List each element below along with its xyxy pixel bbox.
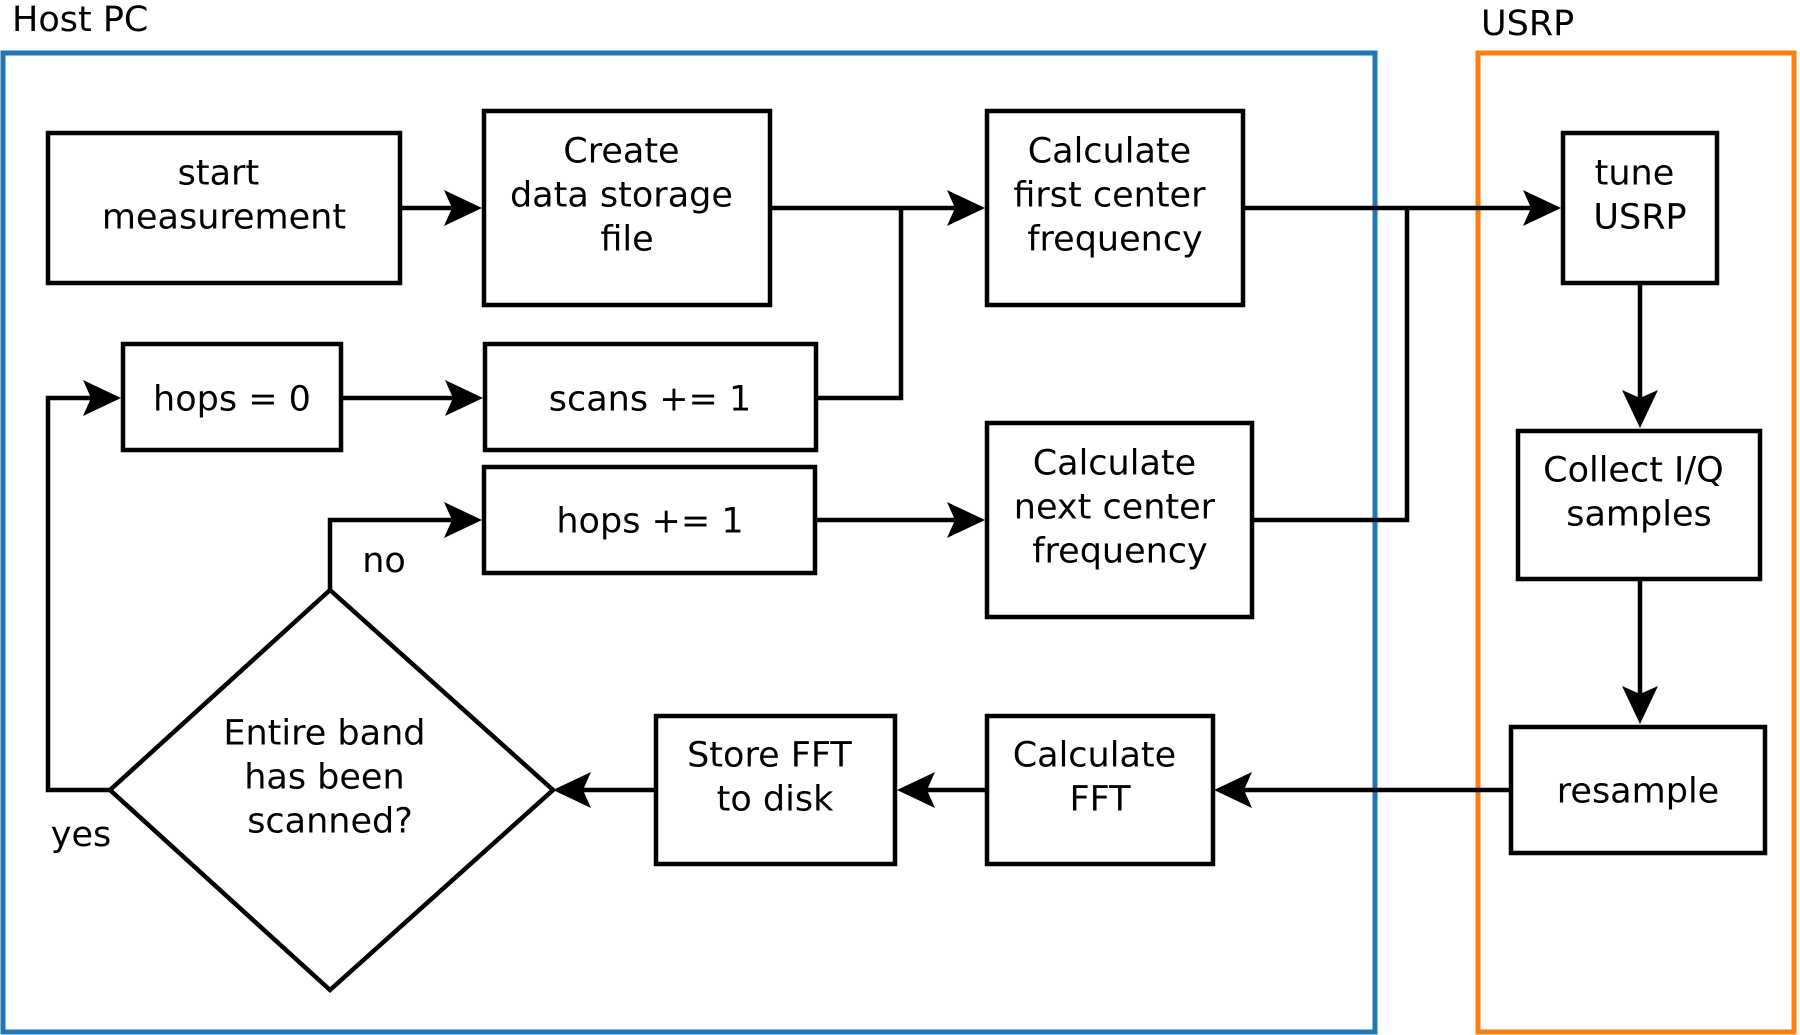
node-label-line: measurement (102, 198, 346, 238)
node-box (45, 130, 403, 286)
node-box (984, 108, 1246, 308)
node-box (482, 341, 819, 453)
node-label-line: scanned? (247, 802, 413, 842)
node-label-line: to disk (717, 780, 834, 820)
node-label-line: samples (1566, 495, 1712, 535)
node-box (1515, 428, 1763, 582)
connectors (45, 190, 1658, 808)
edge-label-no: no (362, 541, 406, 581)
node-label: hops = 0 (153, 380, 311, 420)
usrp-container (1475, 50, 1797, 1035)
node-box (1508, 724, 1768, 856)
node-label: scans += 1 (549, 380, 752, 420)
node-label-line: file (600, 220, 653, 260)
node-label-line: USRP (1593, 198, 1686, 238)
node-box (481, 108, 773, 308)
node-start-measurement: start measurement (45, 130, 403, 286)
node-label-line: next center (1014, 488, 1216, 528)
arrowhead (947, 502, 985, 538)
node-label: Collect I/Q samples (1543, 451, 1735, 535)
node-box (984, 713, 1216, 867)
node-label-line: first center (1013, 176, 1206, 216)
arrowhead (83, 380, 121, 416)
arrowhead (1523, 190, 1561, 226)
usrp-label: USRP (1481, 4, 1574, 44)
node-label-line: Create (563, 132, 679, 172)
node-label-line: Entire band (223, 714, 425, 754)
node-label-line: has been (244, 758, 404, 798)
node-calc-next-freq: Calculate next center frequency (984, 420, 1255, 620)
node-label: hops += 1 (556, 502, 743, 542)
node-label: Calculate next center frequency (1014, 444, 1226, 572)
node-label: Entire band has been scanned? (223, 714, 436, 842)
node-label: Calculate first center frequency (1013, 132, 1216, 260)
node-box (120, 341, 344, 453)
node-label-line: Store FFT (687, 736, 852, 776)
arrowhead (444, 190, 482, 226)
node-label: Calculate FFT (1013, 736, 1188, 820)
node-label-line: frequency (1032, 532, 1208, 572)
node-label: tune USRP (1593, 154, 1686, 238)
node-decision: Entire band has been scanned? (106, 586, 557, 994)
node-collect-iq: Collect I/Q samples (1515, 428, 1763, 582)
node-label: Create data storage file (510, 132, 744, 260)
arrowhead (897, 772, 935, 808)
node-label-line: frequency (1027, 220, 1203, 260)
arrowhead (1622, 390, 1658, 428)
arrowhead (553, 772, 591, 808)
arrowhead (445, 380, 483, 416)
node-label: Store FFT to disk (687, 736, 863, 820)
decision-diamond (106, 586, 557, 994)
edge-calc-next-to-tune (1252, 208, 1410, 523)
arrowhead (444, 502, 482, 538)
node-create-file: Create data storage file (481, 108, 773, 308)
node-label-line: Calculate (1033, 444, 1196, 484)
node-box (481, 464, 818, 576)
node-calc-fft: Calculate FFT (984, 713, 1216, 867)
node-tune-usrp: tune USRP (1560, 130, 1720, 286)
node-label-line: start (178, 154, 260, 194)
edge-scans-to-calc-first (816, 208, 904, 401)
arrowhead (1214, 772, 1252, 808)
node-store-fft: Store FFT to disk (653, 713, 898, 867)
node-label: start measurement (102, 154, 346, 238)
arrowhead (1622, 686, 1658, 724)
node-box (984, 420, 1255, 620)
node-label-line: Calculate (1028, 132, 1191, 172)
node-label-line: Collect I/Q (1543, 451, 1724, 491)
edge-decision-yes (45, 395, 110, 793)
node-label-line: tune (1595, 154, 1675, 194)
host-pc-container (0, 50, 1378, 1035)
node-box (1560, 130, 1720, 286)
edge-label-yes: yes (51, 815, 111, 855)
node-hops-inc: hops += 1 (481, 464, 818, 576)
node-scans-inc: scans += 1 (482, 341, 819, 453)
node-box (653, 713, 898, 867)
node-calc-first-freq: Calculate first center frequency (984, 108, 1246, 308)
node-hops-reset: hops = 0 (120, 341, 344, 453)
arrowhead (947, 190, 985, 226)
node-label: resample (1557, 772, 1719, 812)
node-label-line: FFT (1069, 780, 1131, 820)
node-label-line: Calculate (1013, 736, 1176, 776)
node-resample: resample (1508, 724, 1768, 856)
host-pc-label: Host PC (12, 0, 148, 40)
edge-decision-no (327, 517, 466, 590)
node-label-line: data storage (510, 176, 733, 216)
